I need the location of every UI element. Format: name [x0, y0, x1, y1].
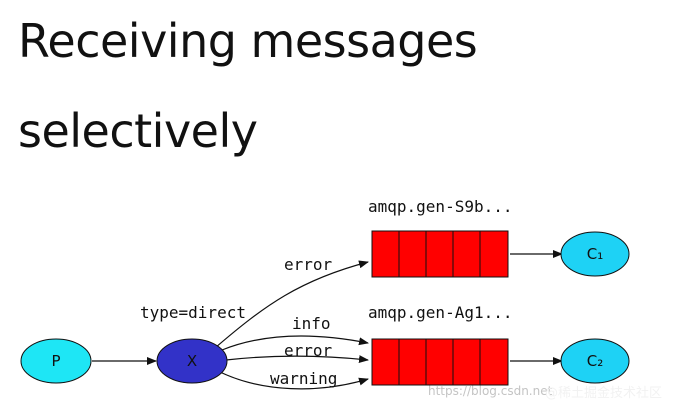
binding-label-info: info: [292, 314, 331, 333]
exchange-type-label: type=direct: [140, 303, 246, 322]
queue-2: [371, 338, 509, 386]
binding-label-error-q2: error: [284, 341, 333, 360]
binding-arrow-info-q2: [221, 335, 369, 351]
binding-label-error-q1: error: [284, 255, 333, 274]
page-title: Receiving messages: [18, 14, 478, 68]
queue-2-name: amqp.gen-Ag1...: [368, 303, 513, 322]
binding-arrow-error-q2: [225, 355, 369, 364]
consumer-1-node: C₁: [560, 231, 630, 277]
consumer-2-node: C₂: [560, 338, 630, 384]
consumer-2-label: C₂: [587, 352, 604, 370]
page-subtitle: selectively: [18, 104, 258, 158]
consumer-1-label: C₁: [587, 245, 604, 263]
queue-1-name: amqp.gen-S9b...: [368, 197, 513, 216]
binding-label-warning: warning: [270, 369, 337, 388]
csdn-watermark: https://blog.csdn.net: [428, 384, 553, 398]
producer-node: P: [20, 338, 92, 384]
exchange-node: X: [156, 338, 228, 384]
binding-arrow-warning-q2: [219, 371, 369, 390]
producer-label: P: [51, 352, 60, 370]
juejin-watermark: @稀土掘金技术社区: [545, 386, 663, 401]
binding-arrow-error-q1: [214, 260, 369, 349]
queue-1: [371, 230, 509, 278]
exchange-label: X: [187, 352, 197, 370]
